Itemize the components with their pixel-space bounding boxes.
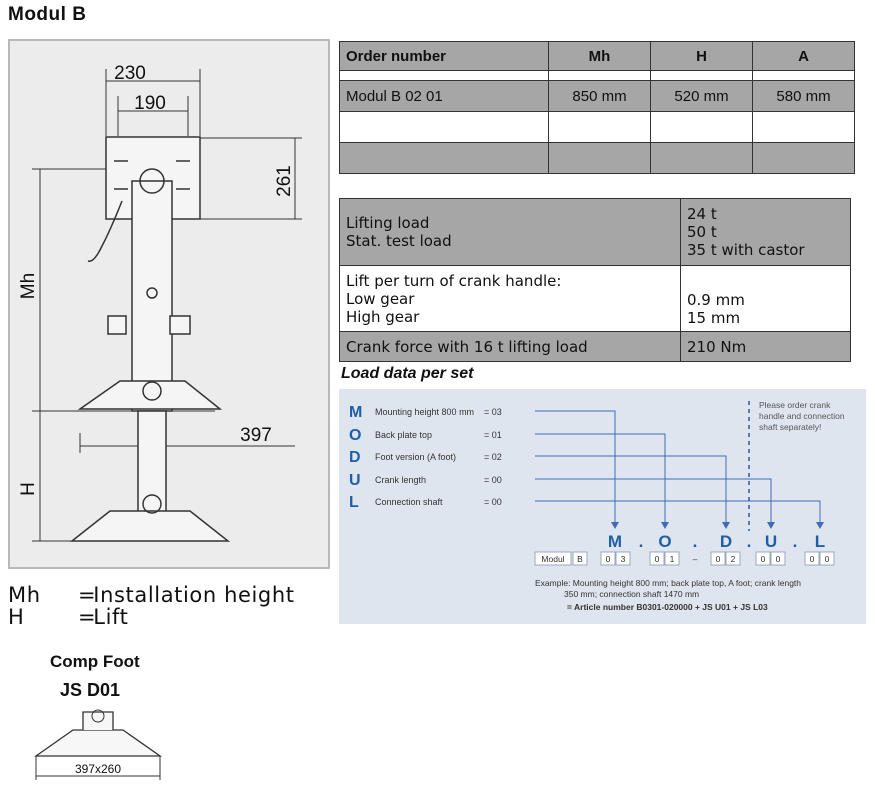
code-letter-d: D bbox=[349, 449, 361, 466]
note-line: shaft separately! bbox=[759, 422, 821, 432]
table-row: Crank force with 16 t lifting load 210 N… bbox=[339, 331, 851, 362]
table-row: Lifting load Stat. test load 24 t 50 t 3… bbox=[339, 198, 851, 266]
code-big-dot: . bbox=[747, 532, 752, 551]
load-data-caption: Load data per set bbox=[341, 365, 474, 382]
order-table: Order number Mh H A Modul B 02 01 850 mm… bbox=[339, 41, 855, 174]
code-big-letter: U bbox=[765, 532, 777, 551]
dim-h-label: H bbox=[18, 482, 39, 496]
example-line: Example: Mounting height 800 mm; back pl… bbox=[535, 578, 801, 588]
order-header-mh: Mh bbox=[548, 41, 651, 71]
order-header-h: H bbox=[650, 41, 753, 71]
code-box-frames bbox=[534, 551, 835, 566]
table-row: Lift per turn of crank handle: Low gear … bbox=[339, 265, 851, 332]
code-row-label: Foot version (A foot) bbox=[375, 452, 456, 462]
order-cell bbox=[339, 142, 549, 174]
code-box-text: 0 bbox=[776, 554, 781, 564]
code-big-letter: O bbox=[658, 532, 671, 551]
order-header-a: A bbox=[752, 41, 855, 71]
order-cell bbox=[339, 111, 549, 143]
order-cell: 520 mm bbox=[650, 80, 753, 112]
code-row-label: Mounting height 800 mm bbox=[375, 407, 474, 417]
order-cell bbox=[752, 142, 855, 174]
code-box-text: 1 bbox=[670, 554, 675, 564]
code-row-label: Crank length bbox=[375, 475, 426, 485]
order-cell bbox=[548, 142, 651, 174]
modul-code-diagram: M Mounting height 800 mm = 03 O Back pla… bbox=[349, 400, 845, 612]
dim-230-label: 230 bbox=[114, 63, 146, 84]
code-row-value: = 00 bbox=[484, 475, 502, 485]
dim-mh-label: Mh bbox=[18, 273, 39, 299]
code-big-letter: M bbox=[608, 532, 622, 551]
load-cell-label: Lift per turn of crank handle: Low gear … bbox=[339, 265, 681, 332]
table-row: Modul B 02 01 850 mm 520 mm 580 mm bbox=[339, 80, 855, 112]
code-letter-o: O bbox=[349, 427, 361, 444]
code-row-value: = 00 bbox=[484, 497, 502, 507]
code-row-value: = 03 bbox=[484, 407, 502, 417]
order-table-header: Order number Mh H A bbox=[339, 41, 855, 71]
code-big-letter: L bbox=[815, 532, 825, 551]
code-row-label: Back plate top bbox=[375, 430, 432, 440]
note-line: Please order crank bbox=[759, 400, 831, 410]
table-row bbox=[339, 142, 855, 174]
article-number: = Article number B0301-020000 + JS U01 +… bbox=[567, 602, 768, 612]
load-cell-label: Lifting load Stat. test load bbox=[339, 198, 681, 266]
code-row-value: = 02 bbox=[484, 452, 502, 462]
code-box-text: 0 bbox=[606, 554, 611, 564]
code-box-text: – bbox=[693, 554, 698, 564]
load-cell-value: 0.9 mm 15 mm bbox=[680, 265, 851, 332]
code-connector-lines bbox=[535, 410, 821, 524]
code-letter-m: M bbox=[349, 404, 362, 421]
code-box-text: B bbox=[577, 554, 583, 564]
legend-row-h: H= Lift bbox=[8, 605, 129, 629]
order-cell: Modul B 02 01 bbox=[339, 80, 549, 112]
order-cell bbox=[752, 111, 855, 143]
code-big-letter: D bbox=[720, 532, 732, 551]
comp-foot-title: Comp Foot bbox=[50, 652, 140, 671]
load-cell-label: Crank force with 16 t lifting load bbox=[339, 331, 681, 362]
dim-261-label: 261 bbox=[274, 165, 295, 197]
code-connector-arrows bbox=[611, 522, 824, 529]
code-letter-u: U bbox=[349, 472, 361, 489]
code-big-dot: . bbox=[793, 532, 798, 551]
code-box-text: 0 bbox=[655, 554, 660, 564]
code-box-text: Modul bbox=[541, 554, 564, 564]
order-header-order-number: Order number bbox=[339, 41, 549, 71]
order-cell bbox=[548, 111, 651, 143]
order-cell: 580 mm bbox=[752, 80, 855, 112]
order-cell: 850 mm bbox=[548, 80, 651, 112]
code-row-value: = 01 bbox=[484, 430, 502, 440]
code-box-text: 3 bbox=[621, 554, 626, 564]
modul-code-panel: M Mounting height 800 mm = 03 O Back pla… bbox=[339, 389, 866, 624]
load-table: Lifting load Stat. test load 24 t 50 t 3… bbox=[339, 198, 851, 362]
code-box-text: 0 bbox=[761, 554, 766, 564]
code-box-text: 2 bbox=[731, 554, 736, 564]
order-cell bbox=[650, 111, 753, 143]
code-big-dot: . bbox=[639, 532, 644, 551]
load-cell-value: 210 Nm bbox=[680, 331, 851, 362]
note-line: handle and connection bbox=[759, 411, 845, 421]
drawing-panel: 230 190 261 Mh 397 H bbox=[8, 39, 330, 569]
page-title: Modul B bbox=[8, 4, 87, 25]
code-box-text: 0 bbox=[825, 554, 830, 564]
order-cell bbox=[650, 142, 753, 174]
example-line: 350 mm; connection shaft 1470 mm bbox=[564, 589, 699, 599]
technical-drawing: 230 190 261 Mh 397 H bbox=[18, 63, 302, 542]
dim-190-label: 190 bbox=[134, 93, 166, 114]
legend-row-mh: Mh= Installation height bbox=[8, 583, 295, 607]
code-box-text: 0 bbox=[810, 554, 815, 564]
order-table-spacer bbox=[339, 70, 855, 81]
code-letter-l: L bbox=[349, 494, 359, 511]
comp-foot-code: JS D01 bbox=[60, 680, 121, 700]
comp-foot-dimension: 397x260 bbox=[75, 762, 121, 776]
dim-397-label: 397 bbox=[240, 425, 272, 446]
code-big-dot: . bbox=[693, 532, 698, 551]
code-box-text: 0 bbox=[716, 554, 721, 564]
code-row-label: Connection shaft bbox=[375, 497, 443, 507]
comp-foot-drawing: 397x260 bbox=[33, 709, 163, 780]
load-cell-value: 24 t 50 t 35 t with castor bbox=[680, 198, 851, 266]
table-row bbox=[339, 111, 855, 143]
